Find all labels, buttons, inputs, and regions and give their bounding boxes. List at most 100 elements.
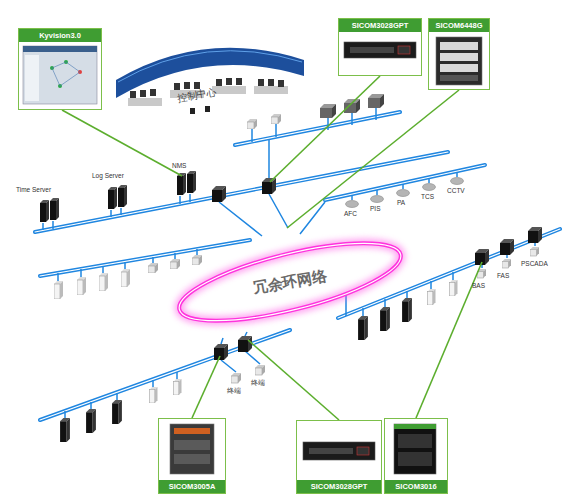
chassis-body: [436, 37, 482, 85]
server: [40, 200, 49, 222]
server: [108, 187, 117, 209]
software-screenshot: [23, 46, 97, 104]
desk: [254, 86, 288, 94]
terminal: [121, 269, 130, 287]
product-callout: SICOM6448G: [428, 18, 490, 90]
device-label: Time Server: [16, 186, 51, 193]
product-callout: SICOM3005A: [158, 418, 226, 494]
terminal: [255, 365, 265, 375]
din-label: [174, 428, 210, 434]
ring-network: 冗余环网络: [172, 240, 408, 324]
device-label: 终端: [251, 379, 265, 388]
device-label: Log Server: [92, 172, 124, 179]
product-callout: Kyvision3.0: [18, 28, 102, 110]
switch: [214, 344, 228, 360]
screen-links: [52, 62, 80, 86]
rack-ports: [309, 448, 353, 454]
terminal: [150, 387, 158, 403]
screen-title: [23, 46, 97, 52]
terminal: [450, 280, 458, 296]
monitor: [140, 90, 146, 97]
rack-switch: [344, 42, 416, 58]
server: [50, 198, 59, 220]
network-bus: [325, 165, 485, 200]
link-line: [43, 139, 346, 344]
product-callout: SICOM3028GPT: [338, 18, 422, 76]
rack-body: [303, 442, 375, 460]
server: [402, 298, 412, 322]
switch: [528, 227, 542, 243]
terminal: [231, 373, 241, 383]
product-callout: SICOM3016: [384, 418, 448, 494]
chassis-slot: [440, 75, 478, 81]
device-label: PSCADA: [521, 260, 548, 267]
device-label: NMS: [172, 162, 186, 169]
screen-panel: [25, 55, 39, 101]
switch: [212, 186, 226, 202]
printer: [368, 94, 384, 108]
device-label: 终端: [227, 387, 241, 396]
switch: [262, 178, 276, 194]
device-label: AFC: [344, 210, 357, 217]
ring-title: 冗余环网络: [166, 220, 413, 344]
server: [112, 400, 122, 424]
monitor: [258, 79, 264, 86]
server: [60, 418, 70, 442]
din-ports: [174, 454, 210, 464]
server: [118, 185, 127, 207]
monitor: [130, 91, 136, 98]
desk: [212, 86, 246, 94]
network-bus: [40, 240, 250, 276]
terminal: [502, 259, 511, 268]
product-callout: SICOM3028GPT: [296, 420, 382, 494]
monitor: [226, 78, 232, 85]
product-name: SICOM6448G: [429, 19, 489, 32]
terminal: [174, 379, 182, 395]
terminal: [99, 273, 108, 291]
product-name: Kyvision3.0: [19, 29, 101, 42]
monitor: [278, 80, 284, 87]
device-label: TCS: [421, 193, 434, 200]
printer: [344, 99, 360, 113]
subsystem-device: [451, 178, 464, 185]
din-ports: [398, 434, 432, 448]
monitor: [184, 82, 190, 89]
din-stripe: [394, 424, 436, 429]
link-line: [352, 172, 457, 200]
network-bus-core: [40, 240, 250, 276]
rack-body: [344, 42, 416, 58]
desk: [128, 98, 162, 106]
rack-switch: [303, 442, 375, 460]
product-name: SICOM3016: [385, 480, 447, 493]
server: [380, 307, 390, 331]
subsystem-device: [397, 190, 410, 197]
leader-line: [287, 90, 459, 228]
product-name: SICOM3005A: [159, 480, 225, 493]
din-body: [170, 424, 214, 474]
chair: [205, 106, 210, 112]
din-ports: [174, 440, 210, 450]
terminal: [77, 277, 86, 295]
printer: [320, 104, 336, 118]
monitor: [174, 83, 180, 90]
device-label: BAS: [472, 282, 485, 289]
subsystem-device: [371, 196, 384, 203]
rack-ports: [350, 47, 394, 53]
monitor: [150, 89, 156, 96]
chair: [190, 108, 195, 114]
rack-panel: [398, 46, 410, 54]
switch: [500, 239, 514, 255]
server: [187, 171, 196, 193]
area-label: 控制中心: [176, 85, 218, 106]
workstation: [271, 114, 281, 124]
product-name: SICOM3028GPT: [339, 19, 421, 32]
device-label: PA: [397, 199, 405, 206]
link-line: [252, 108, 376, 142]
server: [86, 409, 96, 433]
chassis-slot: [440, 53, 478, 61]
switch: [238, 336, 252, 352]
screen: [23, 46, 97, 104]
terminal: [170, 259, 180, 269]
terminal: [428, 289, 436, 305]
